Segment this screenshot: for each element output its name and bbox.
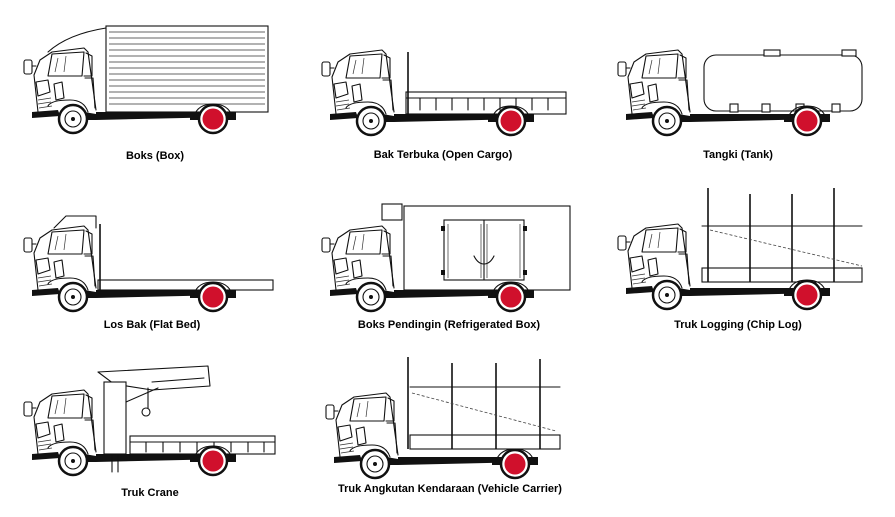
caption-flat-bed: Los Bak (Flat Bed) (103, 319, 201, 331)
truck-box-illustration (22, 25, 269, 135)
caption-crane: Truk Crane (121, 487, 179, 499)
truck-tank-illustration (616, 48, 863, 137)
truck-vehicle-carrier-illustration (324, 357, 561, 480)
truck-flat-bed-illustration (22, 215, 274, 313)
caption-chip-log: Truk Logging (Chip Log) (674, 319, 802, 331)
truck-refrigerated-box-illustration (320, 203, 571, 313)
caption-refrigerated-box: Boks Pendingin (Refrigerated Box) (357, 319, 541, 331)
truck-open-cargo-illustration (320, 48, 567, 137)
caption-box: Boks (Box) (125, 150, 185, 162)
caption-vehicle-carrier: Truk Angkutan Kendaraan (Vehicle Carrier… (338, 483, 562, 495)
truck-crane-illustration (22, 365, 276, 477)
truck-chip-log-illustration (616, 188, 863, 311)
caption-open-cargo: Bak Terbuka (Open Cargo) (373, 149, 513, 161)
caption-tank: Tangki (Tank) (703, 149, 773, 161)
